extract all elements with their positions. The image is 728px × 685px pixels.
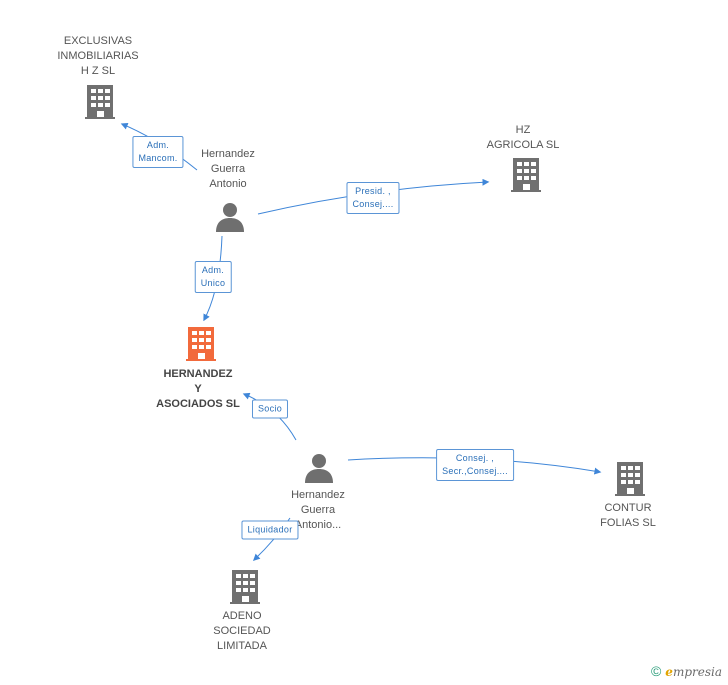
edge-label-presid-consej: Presid. , Consej.... bbox=[346, 182, 400, 214]
brand-initial: e bbox=[665, 665, 673, 679]
node-label-exclusivas[interactable]: EXCLUSIVAS INMOBILIARIAS H Z SL bbox=[57, 35, 139, 77]
node-label-hz-agricola[interactable]: HZ AGRICOLA SL bbox=[486, 124, 560, 151]
copyright-symbol: © bbox=[650, 663, 662, 679]
building-icon[interactable] bbox=[85, 85, 115, 119]
node-label-person-bottom[interactable]: Hernandez Guerra Antonio... bbox=[291, 489, 345, 531]
building-focus-icon[interactable] bbox=[186, 327, 216, 361]
person-icon[interactable] bbox=[305, 454, 333, 483]
edge-label-consej-secr: Consej. , Secr.,Consej.... bbox=[436, 449, 514, 481]
edge-label-adm-unico: Adm. Unico bbox=[194, 261, 232, 293]
empresia-brand[interactable]: ©empresia bbox=[651, 663, 722, 679]
building-icon[interactable] bbox=[230, 570, 260, 604]
edge-label-liquidador: Liquidador bbox=[241, 520, 299, 540]
node-label-hernandez-asociados[interactable]: HERNANDEZ Y ASOCIADOS SL bbox=[156, 368, 240, 410]
node-label-adeno[interactable]: ADENO SOCIEDAD LIMITADA bbox=[213, 610, 271, 652]
brand-name: mpresia bbox=[672, 665, 722, 679]
edge-label-socio: Socio bbox=[251, 399, 289, 419]
node-label-contur[interactable]: CONTUR FOLIAS SL bbox=[600, 502, 656, 529]
building-icon[interactable] bbox=[615, 462, 645, 496]
node-label-person-top[interactable]: Hernandez Guerra Antonio bbox=[201, 148, 255, 190]
person-icon[interactable] bbox=[216, 203, 244, 232]
building-icon[interactable] bbox=[511, 158, 541, 192]
edge-label-adm-mancom: Adm. Mancom. bbox=[132, 136, 184, 168]
